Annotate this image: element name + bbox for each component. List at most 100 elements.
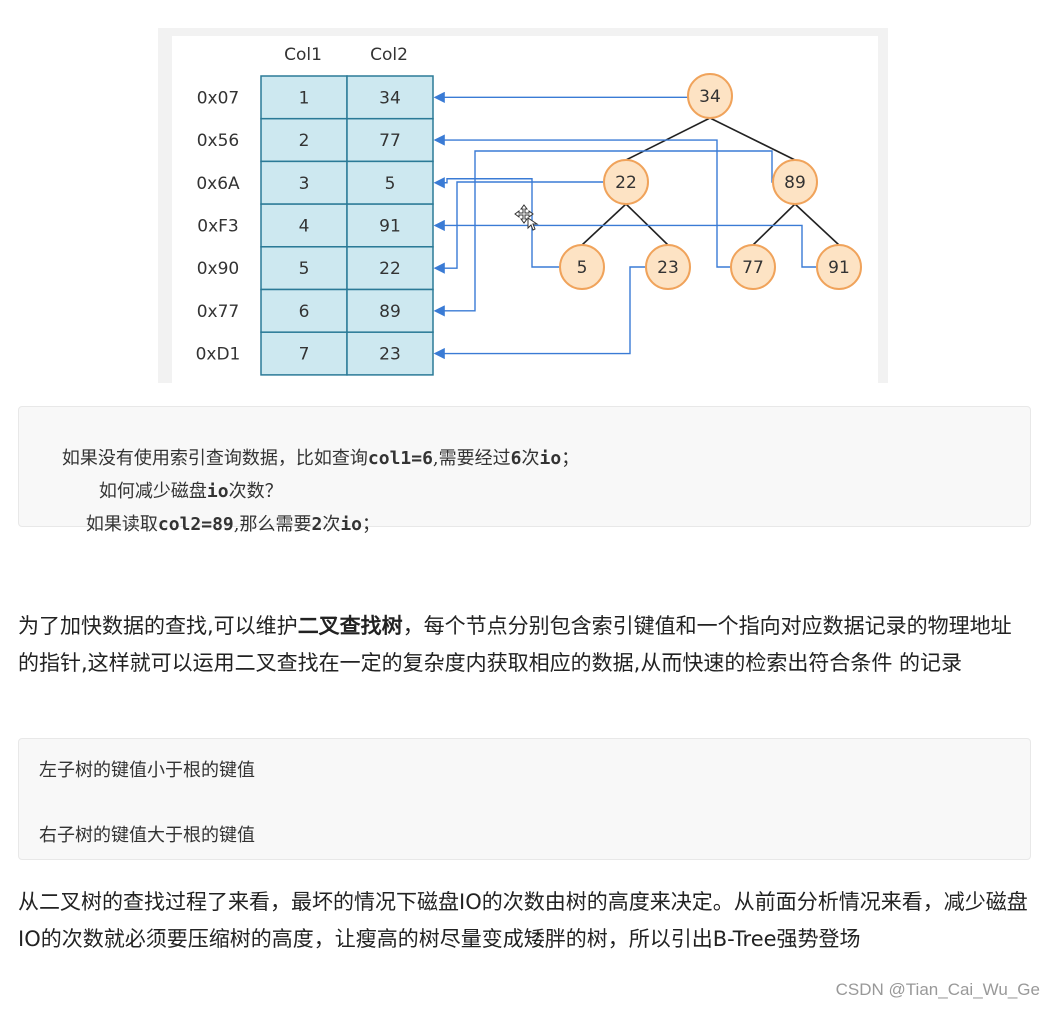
tree-node: 91 <box>816 244 862 290</box>
col1-value: 5 <box>299 259 310 279</box>
address-label: 0x6A <box>196 174 240 194</box>
code-line-3: 如果读取col2=89,那么需要2次io； <box>63 489 380 557</box>
node-label: 34 <box>699 87 721 107</box>
code-text: ,那么需要 <box>233 514 312 535</box>
col1-value: 4 <box>299 216 310 236</box>
figure-container: Col1 Col2 0x07 1 34 0x56 2 77 0x6A 3 5 0xF3 4 91 0x9… <box>158 28 888 383</box>
tree-edge <box>625 203 669 246</box>
col1-cell <box>260 75 348 120</box>
code-text: 如何减少磁盘 <box>98 481 207 502</box>
node-circle <box>816 244 862 290</box>
col2-value: 89 <box>379 302 401 322</box>
col2-cell <box>346 246 434 291</box>
node-label: 22 <box>615 173 637 193</box>
code-text: ,需要经过 <box>432 448 511 469</box>
col1-header: Col1 <box>284 45 322 65</box>
tree-edge <box>752 203 796 246</box>
code-text: ； <box>561 448 580 469</box>
col2-value: 5 <box>385 174 396 194</box>
bold-term: 二叉查找树 <box>297 614 403 638</box>
code-block-io-example: 如果没有使用索引查询数据，比如查询col1=6,需要经过6次io； 如何减少磁盘… <box>18 406 1031 535</box>
node-label: 91 <box>828 258 850 278</box>
col2-value: 91 <box>379 216 401 236</box>
col2-cell <box>346 331 434 376</box>
code-token: io <box>340 514 363 535</box>
code-token: col1=6 <box>367 448 433 469</box>
tree-node: 34 <box>687 73 733 119</box>
node-circle <box>603 159 649 205</box>
rule-right-subtree: 右子树的键值大于根的键值 <box>39 825 255 846</box>
code-text: 次数？ <box>228 481 283 502</box>
pointer-arrow <box>433 134 731 268</box>
col2-header: Col2 <box>370 45 408 65</box>
paragraph-btree-intro: 从二叉树的查找过程了来看，最坏的情况下磁盘IO的次数由树的高度来决定。从前面分析… <box>18 890 1028 951</box>
code-token: 6 <box>510 448 522 469</box>
node-circle <box>645 244 691 290</box>
paragraph-text: ，每个节点分别包含索引键值和一个指向对应数据记录的物理地址的指针,这样就可以运用… <box>18 614 1012 675</box>
col2-value: 34 <box>379 88 401 108</box>
col2-value: 77 <box>379 131 401 151</box>
col2-cell <box>346 288 434 333</box>
col1-value: 7 <box>299 345 310 365</box>
index-diagram-svg: Col1 Col2 0x07 1 34 0x56 2 77 0x6A 3 5 0xF3 4 91 0x9… <box>196 45 862 376</box>
pointer-arrow <box>433 266 646 360</box>
tree-edges <box>581 117 840 246</box>
tree-node: 22 <box>603 159 649 205</box>
address-label: 0x56 <box>197 131 240 151</box>
table-row: 0x07 1 34 <box>197 75 434 120</box>
pointer-arrow <box>433 219 817 268</box>
code-line-2: 如何减少磁盘io次数？ <box>76 456 283 524</box>
col1-cell <box>260 331 348 376</box>
node-circle <box>687 73 733 119</box>
code-token: io <box>206 481 229 502</box>
col1-value: 2 <box>299 131 310 151</box>
code-token: col2=89 <box>157 514 234 535</box>
table-row: 0xF3 4 91 <box>197 203 434 248</box>
watermark: CSDN @Tian_Cai_Wu_Ge <box>835 980 1040 999</box>
code-text: 次 <box>322 514 341 535</box>
pointer-arrow <box>433 177 560 268</box>
table-row: 0xD1 7 23 <box>196 331 434 376</box>
col1-value: 3 <box>299 174 310 194</box>
code-text: 次 <box>521 448 540 469</box>
tree-edge <box>794 203 840 246</box>
tree-node: 89 <box>772 159 818 205</box>
col1-value: 1 <box>299 88 310 108</box>
tree-node: 77 <box>730 244 776 290</box>
pointer-arrow <box>433 150 773 317</box>
node-label: 23 <box>657 258 679 278</box>
code-token: io <box>539 448 562 469</box>
address-label: 0xF3 <box>197 216 238 236</box>
code-line-1: 如果没有使用索引查询数据，比如查询col1=6,需要经过6次io； <box>39 423 579 491</box>
code-text: 如果没有使用索引查询数据，比如查询 <box>61 448 368 469</box>
index-diagram: Col1 Col2 0x07 1 34 0x56 2 77 0x6A 3 5 0xF3 4 91 0x9… <box>172 36 878 383</box>
table-row: 0x6A 3 5 <box>196 160 434 205</box>
col2-cell <box>346 117 434 163</box>
node-circle <box>559 244 605 290</box>
node-label: 5 <box>577 258 588 278</box>
table-row: 0x56 2 77 <box>197 117 434 163</box>
tree-edge <box>581 203 627 246</box>
tree-nodes: 34 22 89 5 23 77 91 <box>559 73 862 290</box>
col2-cell <box>346 203 434 248</box>
paragraph-bst-intro: 为了加快数据的查找,可以维护二叉查找树，每个节点分别包含索引键值和一个指向对应数… <box>18 608 1028 681</box>
pointer-arrow <box>433 181 604 274</box>
code-text: ； <box>362 514 381 535</box>
pointer-arrows <box>433 91 817 360</box>
node-circle <box>730 244 776 290</box>
col2-cell <box>346 75 434 120</box>
tree-edge <box>625 117 711 161</box>
col2-value: 22 <box>379 259 401 279</box>
col2-cell <box>346 160 434 205</box>
address-label: 0x90 <box>197 259 240 279</box>
col2-value: 23 <box>379 345 401 365</box>
rule-left-subtree: 左子树的键值小于根的键值 <box>39 760 255 781</box>
tree-node: 5 <box>559 244 605 290</box>
address-label: 0x07 <box>197 88 240 108</box>
code-block-bst-rules: 左子树的键值小于根的键值 右子树的键值大于根的键值 <box>18 738 1031 860</box>
move-cursor-icon <box>514 204 539 231</box>
node-label: 89 <box>784 173 806 193</box>
address-label: 0x77 <box>197 302 240 322</box>
address-label: 0xD1 <box>196 345 241 365</box>
